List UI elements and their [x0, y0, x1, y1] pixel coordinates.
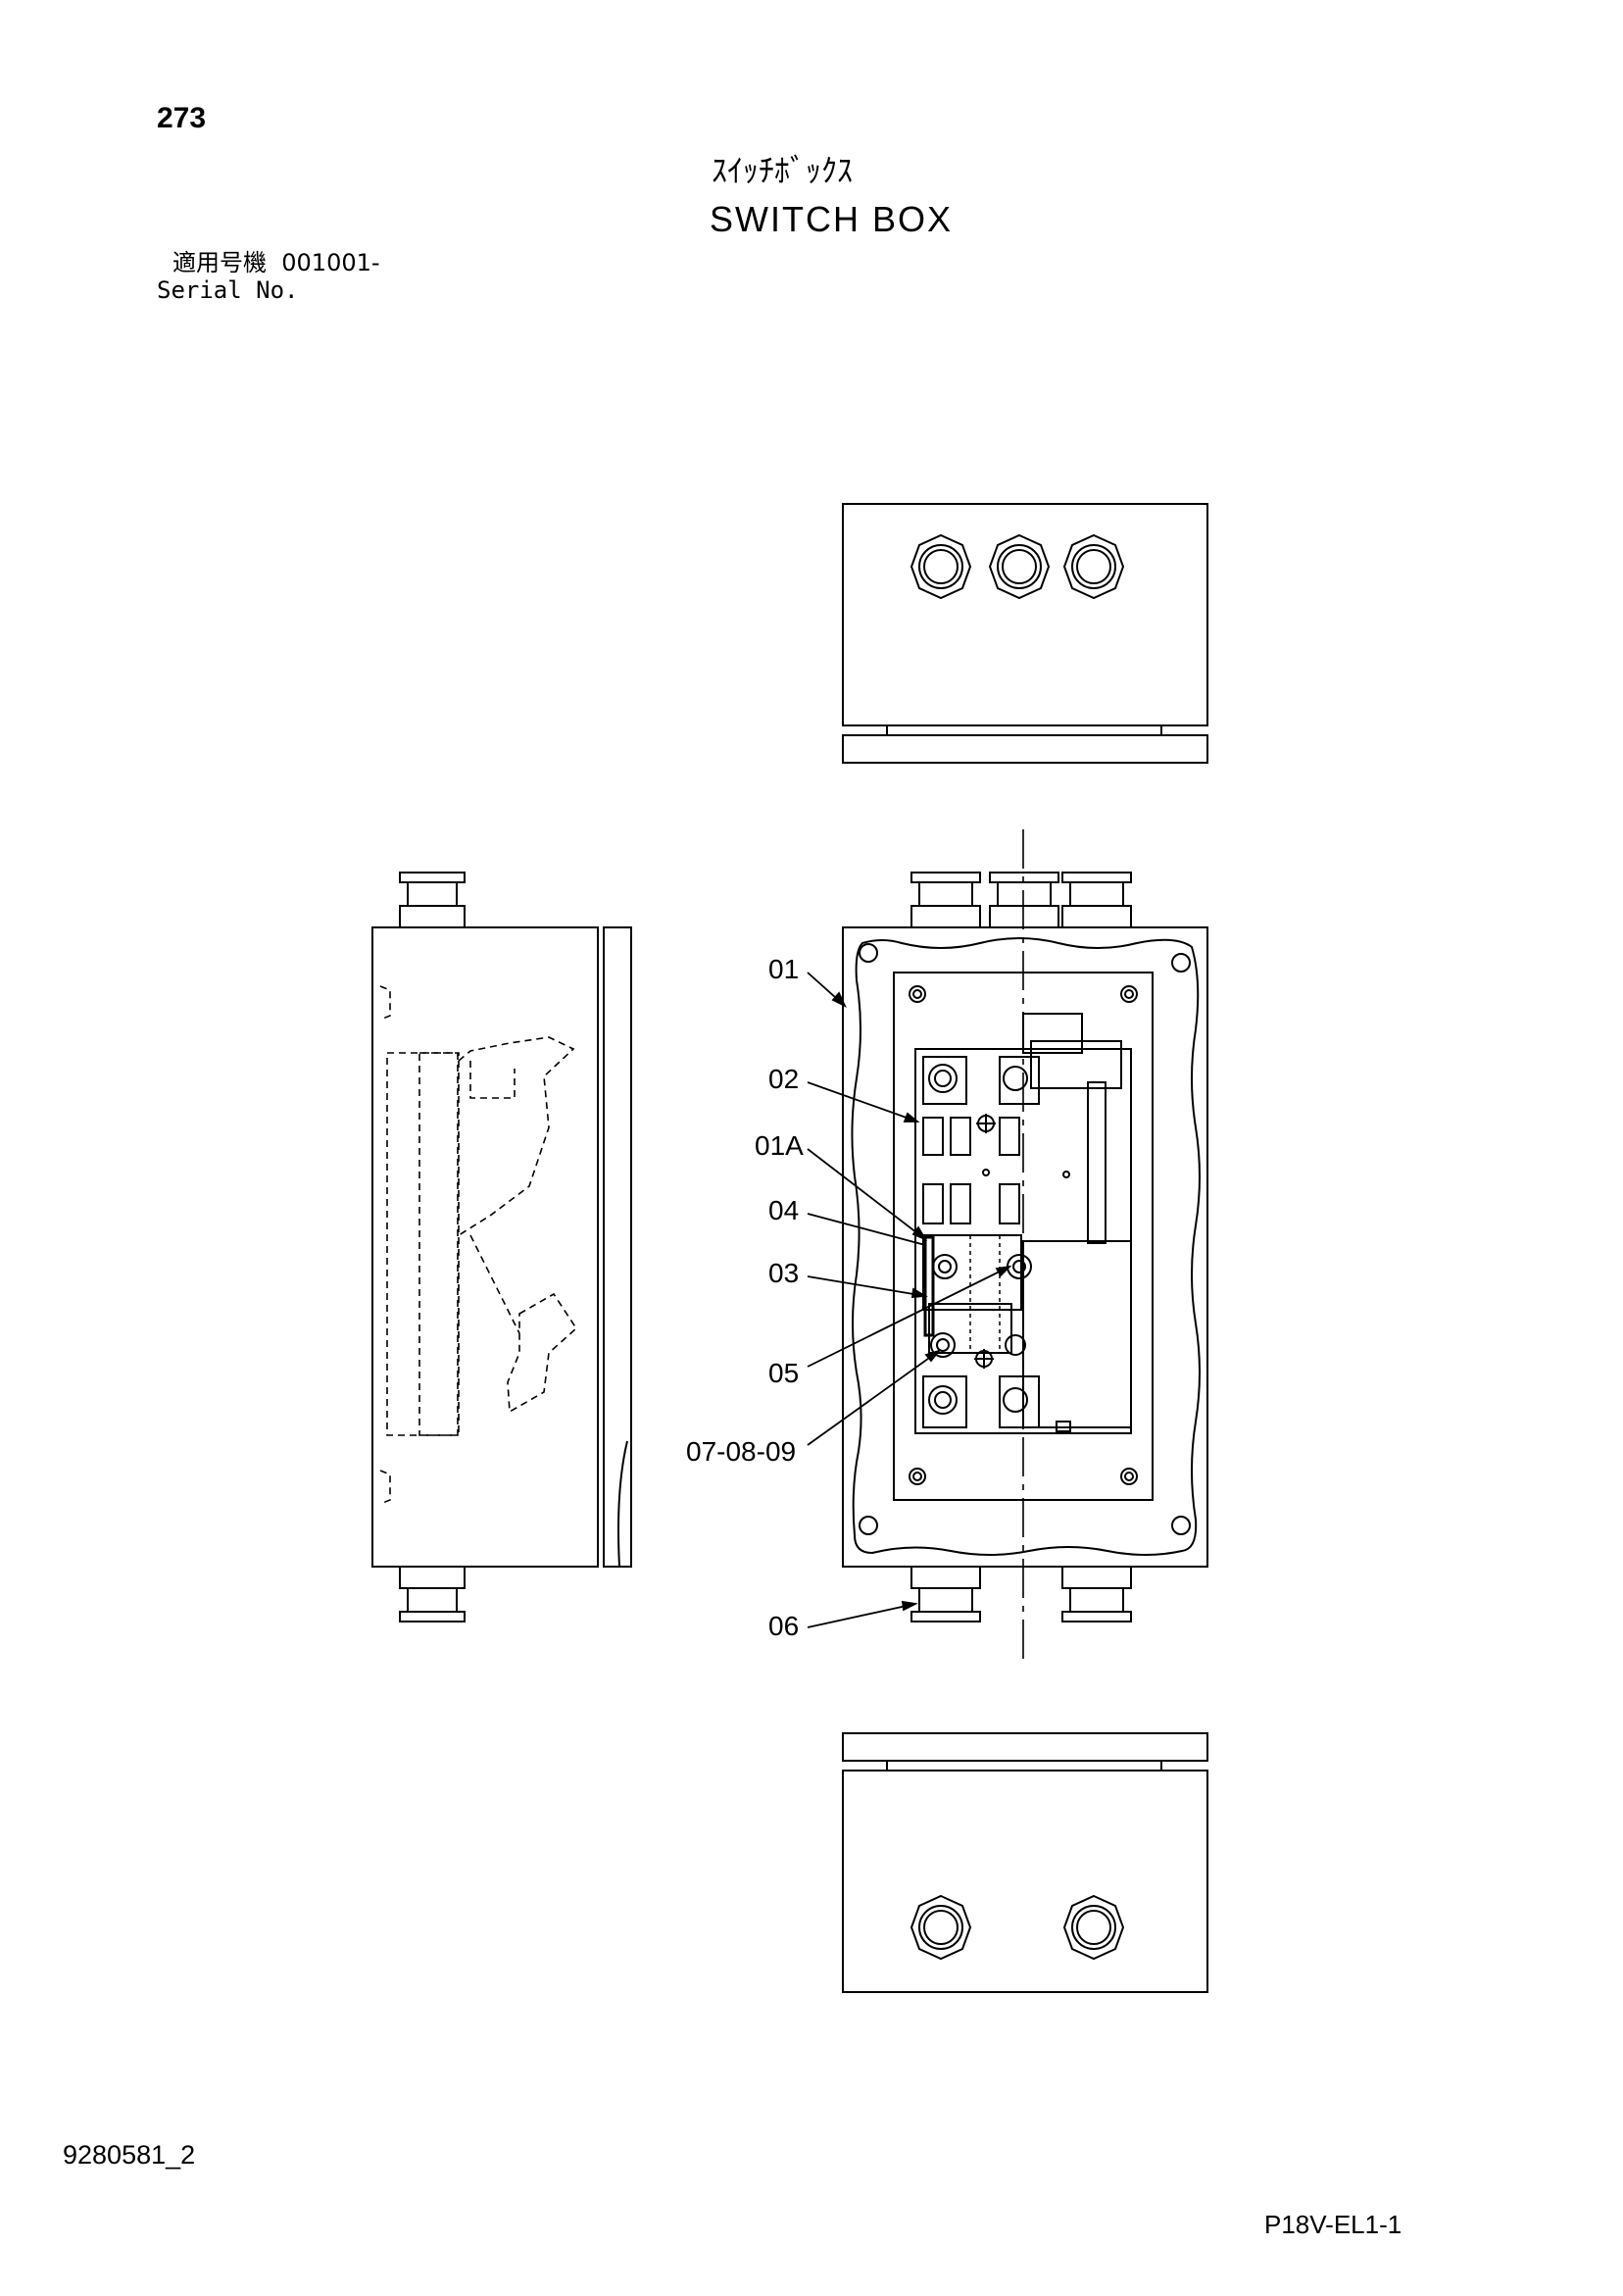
- serial-label-jp-text: 適用号機: [172, 249, 267, 276]
- top-gland-3: [1062, 533, 1125, 600]
- bottom-gland-2: [1062, 1894, 1125, 1961]
- document-code: 9280581_2: [63, 2140, 196, 2170]
- serial-label-japanese: 適用号機 001001-: [172, 251, 380, 275]
- leader-lines: [807, 972, 1012, 1628]
- title-japanese: ｽｲｯﾁﾎﾞｯｸｽ: [712, 152, 854, 189]
- serial-value: 001001-: [281, 249, 380, 276]
- top-gland-2: [988, 533, 1051, 600]
- side-view: [371, 872, 632, 1622]
- page-number: 273: [157, 102, 207, 134]
- callout-01a: 01A: [755, 1130, 804, 1161]
- top-gland-1: [910, 533, 972, 600]
- callout-07-08-09: 07-08-09: [686, 1436, 796, 1467]
- callout-05: 05: [768, 1358, 799, 1388]
- callout-01: 01: [768, 954, 799, 984]
- callout-03: 03: [768, 1258, 799, 1288]
- page-code: P18V-EL1-1: [1264, 2210, 1402, 2239]
- callout-labels: 01 02 01A 04 03 05 07-08-09 06: [686, 954, 804, 1641]
- serial-label-english: Serial No.: [157, 276, 299, 304]
- callout-04: 04: [768, 1195, 799, 1225]
- top-view: [842, 503, 1208, 764]
- callout-02: 02: [768, 1064, 799, 1094]
- callout-06: 06: [768, 1611, 799, 1641]
- bottom-view: [842, 1732, 1208, 1993]
- bottom-gland-1: [910, 1894, 972, 1961]
- page-title: SWITCH BOX: [710, 199, 954, 239]
- front-view: [842, 829, 1208, 1663]
